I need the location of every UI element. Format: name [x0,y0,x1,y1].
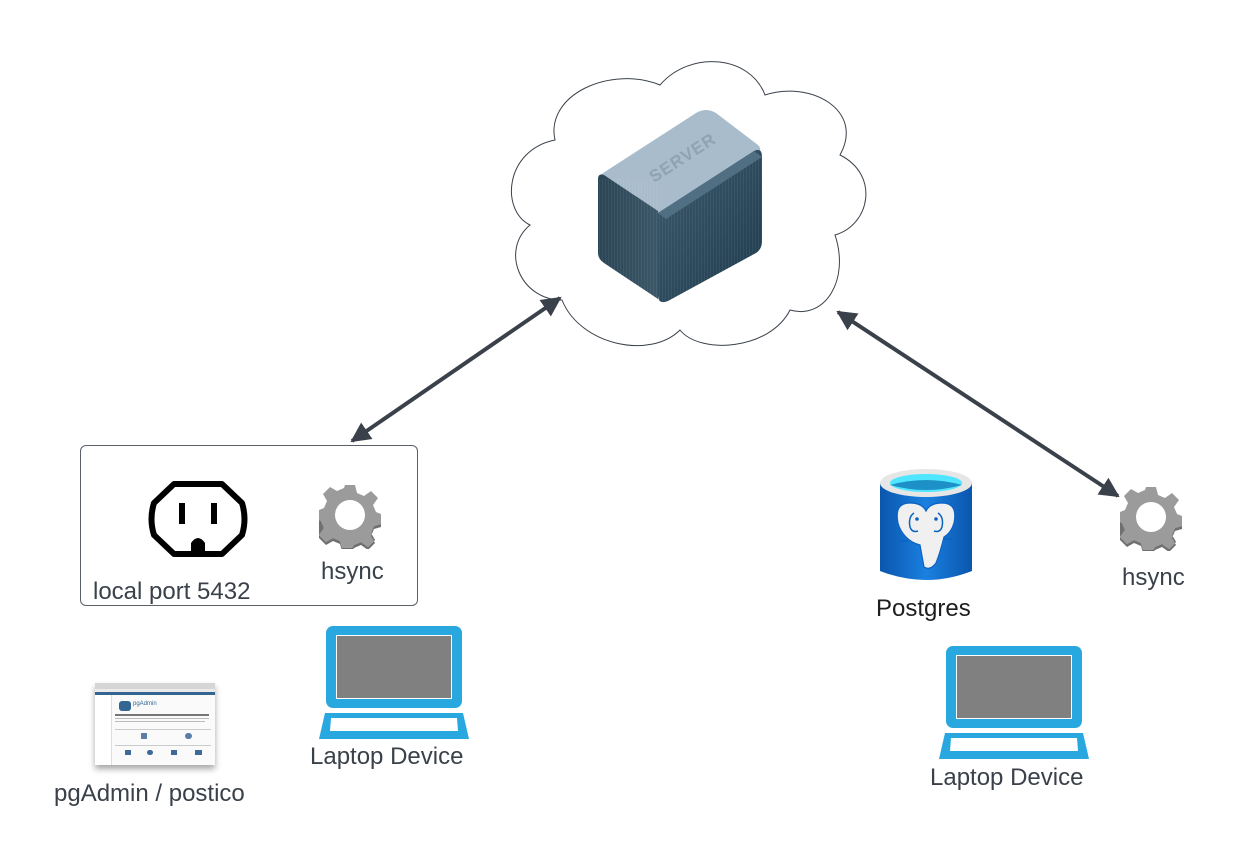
thumb-titlebar [95,683,215,689]
edge-local-to-server[interactable] [350,296,562,443]
laptop-icon-left[interactable] [319,625,469,740]
hsync-gear-icon-left[interactable] [319,483,381,549]
thumb-icon [147,750,153,755]
thumb-title: pgAdmin [133,701,157,707]
thumb-icon [171,750,177,755]
thumb-icon [195,750,202,755]
hsync-label-right: hsync [1122,564,1185,591]
thumb-divider [115,729,211,730]
power-outlet-icon [148,481,248,557]
laptop-label-left: Laptop Device [310,743,464,770]
thumb-text-line [115,718,209,719]
edge-server-to-hsync[interactable] [836,310,1120,498]
thumb-text-line [115,714,209,716]
thumb-toolbar [95,689,215,692]
server-icon[interactable]: SERVER [596,103,764,303]
pgadmin-screenshot-thumbnail[interactable]: pgAdmin [95,683,215,765]
thumb-icon [125,750,131,755]
thumb-icon [185,733,192,739]
hsync-label-left: hsync [321,558,384,585]
thumb-sidebar [95,695,112,765]
laptop-label-right: Laptop Device [930,764,1084,791]
laptop-icon-right[interactable] [939,645,1089,760]
postgres-database-icon[interactable] [878,467,974,585]
local-port-label: local port 5432 [93,578,251,605]
thumb-text-line [115,721,205,722]
thumb-menubar [95,692,215,695]
hsync-gear-icon-right[interactable] [1120,485,1182,551]
thumb-divider [115,745,211,746]
thumb-icon [141,733,147,739]
postgres-label: Postgres [876,595,971,622]
thumb-elephant-logo [119,701,131,711]
pgadmin-label: pgAdmin / postico [54,780,245,807]
